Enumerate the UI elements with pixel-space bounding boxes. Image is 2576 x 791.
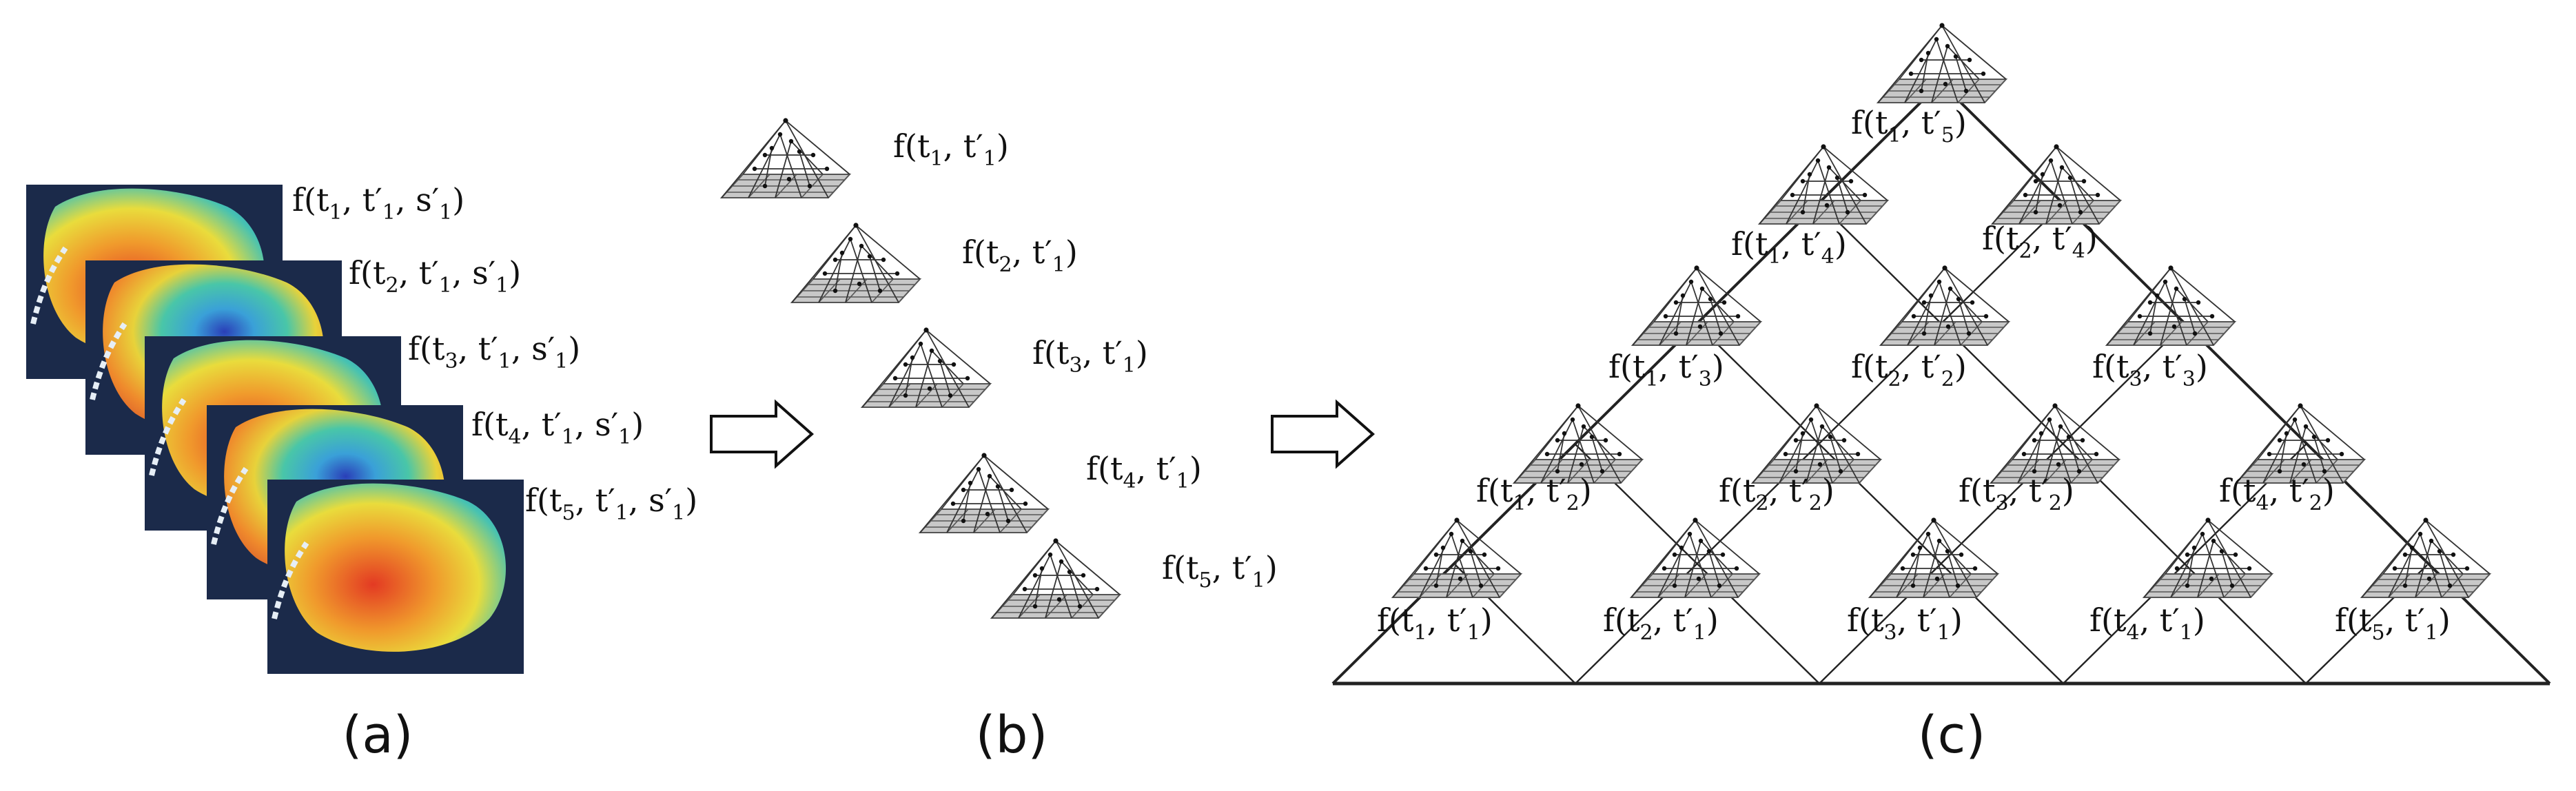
panel-a-labels: f(t1, t′1, s′1) f(t2, t′1, s′1) f(t3, t′… (292, 181, 697, 525)
pyramid-grid-icon (919, 452, 1049, 533)
node-label: f(t3, t′1) (1847, 602, 1963, 645)
frame-label: f(t1, t′1, s′1) (292, 181, 464, 225)
pyramid-label: f(t3, t′1) (1032, 334, 1148, 378)
node-label: f(t2, t′2) (1851, 348, 1967, 391)
pyramid-grid-icon (1513, 402, 1643, 484)
arrow-right-icon (710, 399, 815, 469)
panel-c-pyramids (1392, 22, 2491, 598)
node-label: f(t1, t′1) (1377, 602, 1493, 645)
satellite-frame (267, 480, 524, 674)
pyramid-grid-icon (1631, 517, 1760, 598)
pyramid-grid-icon (1392, 517, 1522, 598)
node-label: f(t3, t′3) (2092, 348, 2208, 391)
pyramid-grid-icon (1877, 22, 2007, 103)
pyramid-grid-icon (791, 222, 921, 303)
pyramid-grid-icon (1992, 143, 2121, 225)
pyramid-label: f(t5, t′1) (1162, 549, 1278, 593)
pyramid-label: f(t2, t′1) (962, 234, 1078, 277)
pyramid-grid-icon (1759, 143, 1888, 225)
node-label: f(t1, t′3) (1608, 348, 1724, 391)
pyramid-grid-icon (991, 537, 1121, 619)
node-label: f(t5, t′1) (2335, 602, 2451, 645)
node-label: f(t2, t′1) (1603, 602, 1719, 645)
pyramid-grid-icon (2143, 517, 2273, 598)
pyramid-grid-icon (2106, 265, 2236, 346)
pyramid-grid-icon (1880, 265, 2010, 346)
caption-a: (a) (342, 706, 413, 765)
frame-label: f(t3, t′1, s′1) (408, 330, 580, 373)
node-label: f(t1, t′4) (1731, 225, 1847, 269)
node-label: f(t4, t′1) (2089, 602, 2205, 645)
caption-c: (c) (1918, 706, 1985, 765)
node-label: f(t2, t′4) (1982, 220, 2098, 263)
pyramid-grid-icon (1632, 265, 1761, 346)
pyramid-grid-icon (2361, 517, 2491, 598)
arrow-right-icon (1271, 399, 1376, 469)
pyramid-label: f(t4, t′1) (1086, 450, 1202, 493)
pyramid-grid-icon (1990, 402, 2120, 484)
caption-b: (b) (976, 706, 1048, 765)
frame-label: f(t4, t′1, s′1) (471, 406, 644, 449)
frame-label: f(t5, t′1, s′1) (525, 482, 697, 525)
pyramid-grid-icon (2236, 402, 2365, 484)
pyramid-label: f(t1, t′1) (893, 127, 1009, 171)
pyramid-grid-icon (1752, 402, 1881, 484)
pyramid-grid-icon (861, 327, 991, 408)
panel-a-stack (26, 185, 524, 674)
frame-label: f(t2, t′1, s′1) (349, 254, 521, 298)
pyramid-grid-icon (721, 117, 850, 198)
node-label: f(t1, t′5) (1851, 104, 1967, 147)
